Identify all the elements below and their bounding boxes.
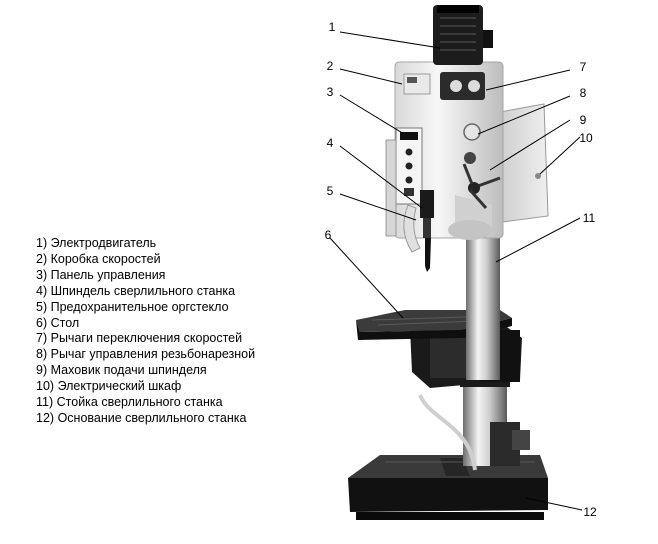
- spindle-drill: [420, 190, 434, 272]
- drill-press-machine: [348, 5, 549, 520]
- leader-line-10: [539, 136, 581, 175]
- legend-number: 2): [36, 251, 48, 266]
- coolant-hose: [418, 394, 477, 471]
- legend-label: Стол: [50, 315, 80, 330]
- parts-legend: 1) Электродвигатель 2) Коробка скоростей…: [36, 236, 255, 427]
- legend-number: 1): [36, 236, 48, 250]
- callout-5: 5: [327, 184, 334, 198]
- callout-11: 11: [583, 211, 596, 225]
- legend-item-10: 10) Электрический шкаф: [36, 379, 255, 395]
- legend-number: 8): [36, 347, 48, 362]
- legend-label: Коробка скоростей: [50, 251, 161, 266]
- callout-8: 8: [580, 86, 587, 100]
- motor: [433, 5, 493, 65]
- legend-number: 4): [36, 283, 48, 298]
- leader-line-11: [495, 217, 581, 263]
- callout-numbers: 1 2 3 4 5 6 7 8 9 10 11 12: [325, 20, 597, 519]
- legend-item-12: 12) Основание сверлильного станка: [36, 411, 255, 427]
- legend-label: Рычаги переключения скоростей: [50, 331, 243, 346]
- legend-number: 12): [36, 410, 55, 425]
- leader-line-8: [477, 95, 571, 135]
- legend-label: Маховик подачи шпинделя: [50, 363, 207, 378]
- legend-item-4: 4) Шпиндель сверлильного станка: [36, 284, 255, 300]
- leader-line-3: [339, 94, 405, 135]
- leader-lines: [329, 31, 583, 511]
- legend-number: 7): [36, 331, 48, 346]
- leader-line-7: [485, 69, 571, 91]
- legend-item-11: 11) Стойка сверлильного станка: [36, 395, 255, 411]
- callout-4: 4: [327, 136, 334, 150]
- legend-item-1: 1) Электродвигатель: [36, 236, 255, 252]
- leader-line-5: [339, 193, 417, 221]
- callout-3: 3: [327, 85, 334, 99]
- legend-item-6: 6) Стол: [36, 316, 255, 332]
- legend-number: 10): [36, 379, 55, 394]
- callout-6: 6: [325, 228, 332, 242]
- legend-number: 5): [36, 299, 48, 314]
- legend-label: Электрический шкаф: [57, 379, 182, 394]
- legend-label: Стойка сверлильного станка: [56, 395, 223, 410]
- legend-item-7: 7) Рычаги переключения скоростей: [36, 331, 255, 347]
- legend-number: 6): [36, 315, 48, 330]
- legend-label: Панель управления: [50, 267, 166, 282]
- legend-number: 11): [36, 395, 54, 410]
- legend-label: Предохранительное оргстекло: [50, 299, 229, 314]
- callout-2: 2: [327, 59, 334, 73]
- leader-line-1: [339, 31, 441, 49]
- legend-item-9: 9) Маховик подачи шпинделя: [36, 363, 255, 379]
- leader-line-12: [525, 497, 583, 511]
- callout-10: 10: [579, 131, 593, 145]
- legend-number: 9): [36, 363, 48, 378]
- callout-7: 7: [580, 60, 587, 74]
- legend-label: Рычаг управления резьбонарезной: [50, 347, 256, 362]
- leader-line-2: [339, 68, 403, 85]
- legend-label: Основание сверлильного станка: [57, 410, 247, 425]
- legend-label: Шпиндель сверлильного станка: [50, 283, 236, 298]
- legend-item-3: 3) Панель управления: [36, 268, 255, 284]
- main-column: [466, 232, 500, 380]
- callout-9: 9: [580, 113, 587, 127]
- leader-line-9: [489, 119, 571, 171]
- callout-12: 12: [583, 505, 597, 519]
- feed-handwheel: [462, 163, 501, 209]
- legend-item-8: 8) Рычаг управления резьбонарезной: [36, 347, 255, 363]
- control-panel-drawing: [385, 127, 423, 237]
- leader-line-6: [329, 237, 404, 319]
- callout-1: 1: [329, 20, 336, 34]
- legend-label: Электродвигатель: [50, 236, 157, 250]
- legend-item-5: 5) Предохранительное оргстекло: [36, 300, 255, 316]
- leader-line-4: [339, 145, 423, 209]
- legend-number: 3): [36, 267, 48, 282]
- legend-item-2: 2) Коробка скоростей: [36, 252, 255, 268]
